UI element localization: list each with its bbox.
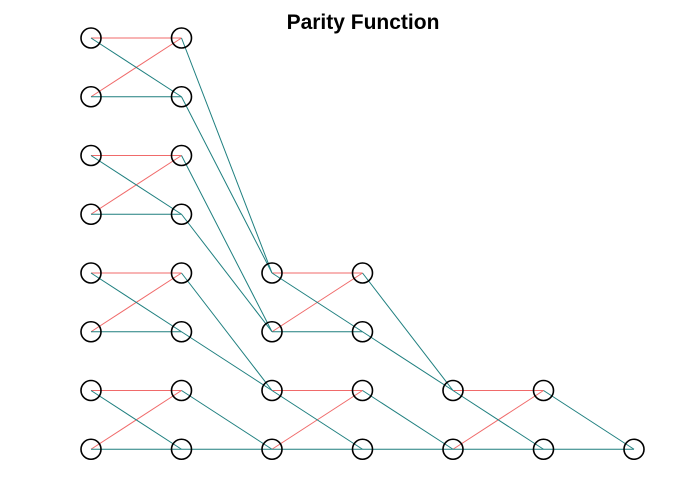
edge-positive-33 — [362, 331, 454, 391]
node-c0-r7 — [80, 438, 102, 461]
edge-layer — [90, 37, 635, 450]
node-c6-r7 — [623, 438, 645, 461]
edge-positive-20 — [181, 272, 273, 391]
node-c1-r3 — [170, 203, 193, 226]
node-c0-r6 — [80, 379, 102, 402]
node-c3-r4 — [351, 262, 374, 284]
node-c0-r1 — [80, 85, 102, 108]
node-c0-r2 — [80, 144, 102, 167]
edge-positive-22 — [181, 390, 273, 450]
edge-positive-40 — [543, 390, 635, 450]
node-c0-r4 — [80, 262, 102, 284]
edge-positive-30 — [271, 390, 363, 450]
diagram-title: Parity Function — [287, 11, 440, 34]
edge-positive-10 — [90, 272, 182, 333]
edge-positive-6 — [90, 155, 182, 215]
node-c0-r5 — [80, 320, 102, 343]
edge-positive-18 — [181, 155, 273, 332]
node-c2-r5 — [261, 320, 283, 343]
node-c1-r5 — [170, 320, 193, 343]
edge-positive-26 — [271, 272, 363, 333]
edge-positive-2 — [90, 37, 182, 98]
node-layer — [80, 27, 645, 461]
edge-positive-19 — [181, 213, 273, 333]
node-c4-r6 — [442, 379, 464, 402]
node-c2-r7 — [261, 438, 283, 461]
node-c5-r7 — [532, 438, 555, 461]
node-c1-r2 — [170, 144, 193, 167]
edge-positive-17 — [181, 96, 273, 274]
node-c2-r4 — [261, 262, 283, 284]
edge-positive-34 — [362, 390, 454, 450]
node-c2-r6 — [261, 379, 283, 402]
node-c1-r0 — [170, 27, 193, 49]
node-c1-r7 — [170, 438, 193, 461]
edge-positive-14 — [90, 390, 182, 450]
node-c1-r4 — [170, 262, 193, 284]
edge-positive-32 — [362, 272, 454, 391]
edge-positive-38 — [452, 390, 544, 450]
edge-positive-16 — [181, 37, 273, 274]
node-c1-r6 — [170, 379, 193, 402]
node-c4-r7 — [442, 438, 464, 461]
node-c3-r5 — [351, 320, 374, 343]
node-c1-r1 — [170, 85, 193, 108]
node-c0-r0 — [80, 27, 102, 49]
node-c5-r6 — [532, 379, 555, 402]
node-c0-r3 — [80, 203, 102, 226]
node-c3-r6 — [351, 379, 374, 402]
node-c3-r7 — [351, 438, 374, 461]
edge-positive-21 — [181, 331, 273, 391]
